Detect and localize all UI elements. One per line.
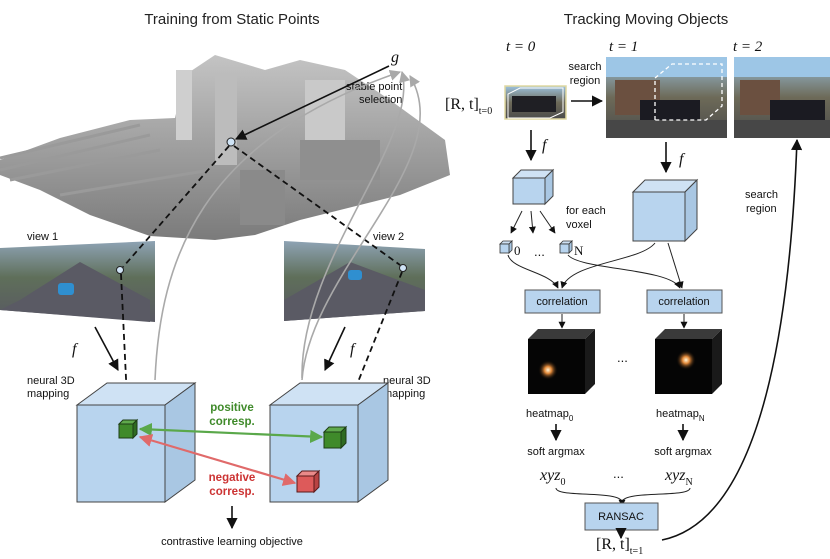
positive-voxel [322, 425, 348, 450]
xyz-0: xyz0 [539, 467, 565, 488]
split-arrow-2 [528, 210, 536, 234]
neural-mapping-right-2: mapping [383, 388, 425, 400]
objective-label: contrastive learning objective [161, 536, 303, 548]
correlation-box-0: correlation [524, 289, 601, 314]
ransac-box: RANSAC [584, 502, 659, 531]
dash-point-to-view1 [122, 145, 230, 268]
split-arrow-3 [539, 210, 556, 234]
small-feature-cube [511, 168, 555, 206]
svg-text:correlation: correlation [658, 296, 709, 308]
neural-mapping-left-2: mapping [27, 388, 69, 400]
xyz-ellipsis: ... [613, 466, 624, 481]
dash-point-to-view2 [233, 145, 401, 266]
g-label: g [391, 49, 399, 66]
conn-cube-corr0 [560, 242, 656, 289]
grey-arrow-left [154, 69, 402, 381]
heatmap-ellipsis: ... [617, 350, 628, 365]
split-arrow-1 [510, 210, 523, 234]
view-1-point [116, 266, 124, 274]
conn-vn-corrn [567, 254, 681, 289]
soft-argmax-0: soft argmax [527, 446, 585, 458]
heatmap-cube-0 [528, 329, 595, 394]
positive-label-1: positive [210, 402, 253, 414]
left-title: Training from Static Points [144, 11, 319, 28]
search-region-side-1: search [745, 189, 778, 201]
f-label-right: f [350, 341, 357, 358]
negative-label-2: corresp. [209, 486, 254, 498]
frame-t1 [606, 57, 727, 138]
negative-voxel [295, 469, 321, 494]
f-label-t0: f [542, 137, 549, 154]
neural-mapping-left-1: neural 3D [27, 375, 75, 387]
conn-cube-corrn [667, 242, 684, 289]
feedback-arrow [661, 138, 803, 541]
f-arrow-left [94, 326, 119, 371]
positive-label-2: corresp. [209, 416, 254, 428]
frame-t2 [734, 57, 830, 138]
view-1-image [0, 241, 155, 322]
search-region-top-1: search [568, 61, 601, 73]
merge-brace [555, 487, 691, 503]
pose-start-label: [R, t]t=0 [445, 96, 492, 117]
time-label-0: t = 0 [506, 39, 536, 55]
pose-end-label: [R, t]t=1 [596, 536, 643, 557]
voxel-ellipsis: ... [534, 244, 545, 259]
stable-point-label-2: selection [359, 94, 402, 106]
voxel-0 [499, 240, 513, 254]
neural-mapping-right-1: neural 3D [383, 375, 431, 387]
view-1-label: view 1 [27, 231, 58, 243]
right-title: Tracking Moving Objects [564, 11, 729, 28]
negative-label-1: negative [209, 472, 256, 484]
svg-text:RANSAC: RANSAC [598, 511, 644, 523]
f-label-t1: f [679, 151, 686, 168]
left-3d-cube [75, 382, 197, 503]
view-2-point [399, 264, 407, 272]
f-arrow-right [324, 326, 346, 372]
g-arrow [234, 65, 390, 140]
correlation-box-n: correlation [646, 289, 723, 314]
xyz-n: xyzN [664, 467, 693, 488]
heatmap-label-0: heatmap0 [526, 408, 574, 423]
heatmap-cube-n [655, 329, 722, 394]
voxel-0-sub: 0 [514, 243, 521, 258]
stable-point-label-1: stable point [346, 81, 402, 93]
time-label-2: t = 2 [733, 39, 763, 55]
negative-arrow [138, 434, 297, 486]
heatmap-label-n: heatmapN [656, 408, 705, 423]
view-2-label: view 2 [373, 231, 404, 243]
anchor-voxel [117, 418, 139, 440]
grey-arrow-right-2 [301, 75, 421, 381]
svg-text:correlation: correlation [536, 296, 587, 308]
search-region-side-2: region [746, 203, 777, 215]
for-each-label-1: for each [566, 205, 606, 217]
view-2-image [284, 241, 425, 321]
frame-t0 [504, 85, 567, 120]
stable-point-marker [226, 137, 236, 147]
voxel-n-sub: N [574, 243, 584, 258]
voxel-n [559, 240, 573, 254]
large-feature-cube [631, 178, 699, 243]
search-region-top-2: region [570, 75, 601, 87]
conn-v0-corr0 [507, 254, 559, 289]
time-label-1: t = 1 [609, 39, 638, 55]
f-label-left: f [72, 341, 79, 358]
for-each-label-2: voxel [566, 219, 592, 231]
soft-argmax-n: soft argmax [654, 446, 712, 458]
grey-arrow-right [301, 70, 410, 379]
